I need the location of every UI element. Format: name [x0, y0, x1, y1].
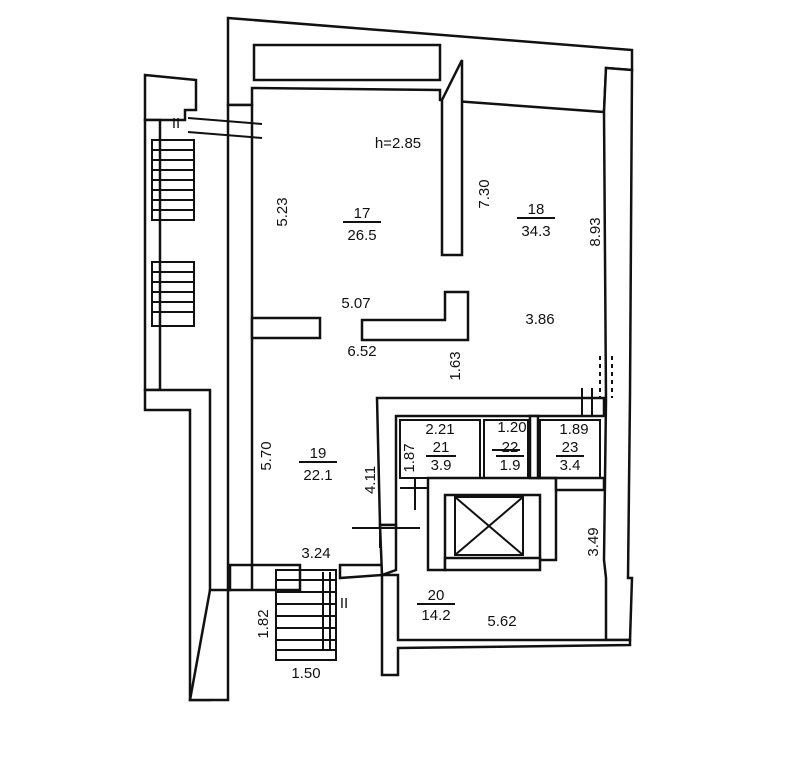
dim-5-23: 5.23: [274, 197, 291, 226]
room-area: 14.2: [421, 607, 450, 624]
dim-3-49: 3.49: [585, 527, 602, 556]
dim-1-89: 1.89: [559, 421, 588, 438]
room-number: 19: [310, 445, 327, 462]
dim-1-87: 1.87: [401, 443, 418, 472]
room-area: 3.9: [431, 457, 452, 474]
room-19-label: 19 22.1: [299, 445, 337, 484]
exterior-stairs: [151, 139, 195, 327]
door-marks: [187, 117, 613, 650]
entrance-stairs: [275, 569, 337, 661]
room-number: 23: [562, 439, 579, 456]
room-21-label: 21 3.9: [426, 439, 456, 474]
dim-2-21: 2.21: [425, 421, 454, 438]
room-number: 21: [433, 439, 450, 456]
dim-5-70: 5.70: [258, 441, 275, 470]
dim-1-20: 1.20: [497, 419, 526, 436]
room-number: 20: [428, 587, 445, 604]
dim-1-50: 1.50: [291, 665, 320, 682]
room-23-label: 23 3.4: [556, 439, 584, 474]
room-number: 22: [502, 439, 519, 456]
room-area: 3.4: [560, 457, 581, 474]
elevator-shaft: [454, 496, 524, 556]
dim-7-30: 7.30: [476, 179, 493, 208]
room-area: 34.3: [521, 223, 550, 240]
room-area: 26.5: [347, 227, 376, 244]
stair-mark-top: II: [172, 115, 180, 132]
dim-6-52: 6.52: [347, 343, 376, 360]
wc-cells: [399, 419, 601, 479]
dim-8-93: 8.93: [587, 217, 604, 246]
room-20-label: 20 14.2: [417, 587, 455, 624]
room-18-label: 18 34.3: [517, 201, 555, 240]
dim-4-11: 4.11: [362, 466, 379, 494]
top-niche: [252, 43, 442, 82]
room-17-label: 17 26.5: [343, 205, 381, 244]
room-area: 1.9: [500, 457, 521, 474]
room-area: 22.1: [303, 467, 332, 484]
outer-walls: [143, 16, 634, 702]
dim-1-63: 1.63: [447, 351, 464, 380]
dim-3-86: 3.86: [525, 311, 554, 328]
room-22-label: 22 1.9: [496, 439, 524, 474]
dimensions: 5.23 7.30 8.93 5.07 6.52 3.86 1.63 5.70 …: [255, 179, 604, 682]
dim-1-82: 1.82: [255, 609, 272, 638]
room-number: 18: [528, 201, 545, 218]
dim-3-24: 3.24: [301, 545, 330, 562]
ceiling-height: h=2.85: [375, 135, 421, 152]
stair-mark-bottom: II: [340, 595, 348, 612]
dim-5-62: 5.62: [487, 613, 516, 630]
dim-5-07: 5.07: [341, 295, 370, 312]
room-number: 17: [354, 205, 371, 222]
